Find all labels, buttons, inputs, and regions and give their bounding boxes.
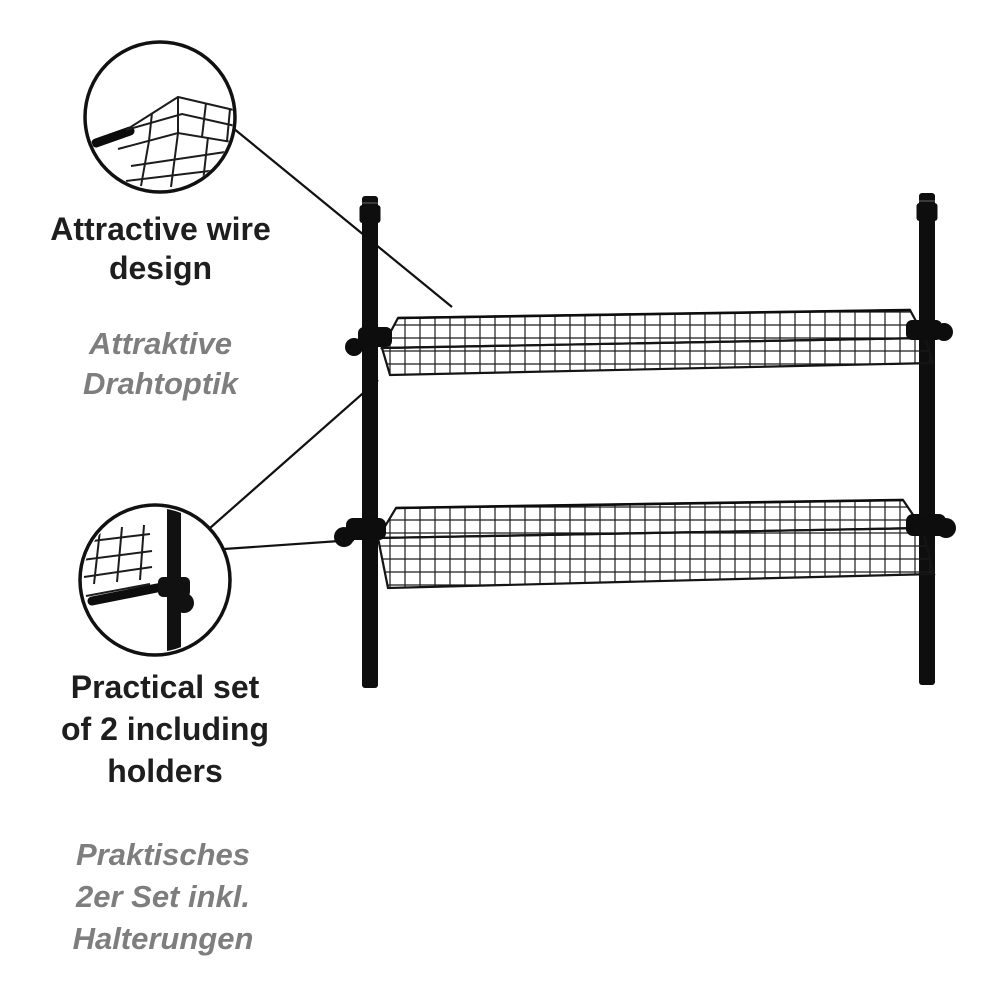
set-of-two-subtitle-german: Praktisches 2er Set inkl. Halterungen xyxy=(72,837,254,957)
holder-detail-circle xyxy=(78,503,232,657)
right-pole xyxy=(916,193,938,685)
wire-design-subtitle-german: Attraktive Drahtoptik xyxy=(83,326,238,401)
callout-leader-lines xyxy=(209,127,453,551)
upper-basket-right-holder xyxy=(906,320,953,341)
upper-basket-left-holder xyxy=(345,327,392,356)
wire-design-title: Attractive wire design xyxy=(50,211,271,287)
wire-design-detail-circle xyxy=(83,40,237,194)
lower-basket-right-holder xyxy=(906,514,956,538)
upper-wire-basket xyxy=(380,308,935,377)
left-pole xyxy=(359,196,381,688)
lower-wire-basket xyxy=(376,498,936,590)
set-of-two-title: Practical set of 2 including holders xyxy=(61,669,269,790)
lower-basket-left-holder xyxy=(334,518,386,547)
